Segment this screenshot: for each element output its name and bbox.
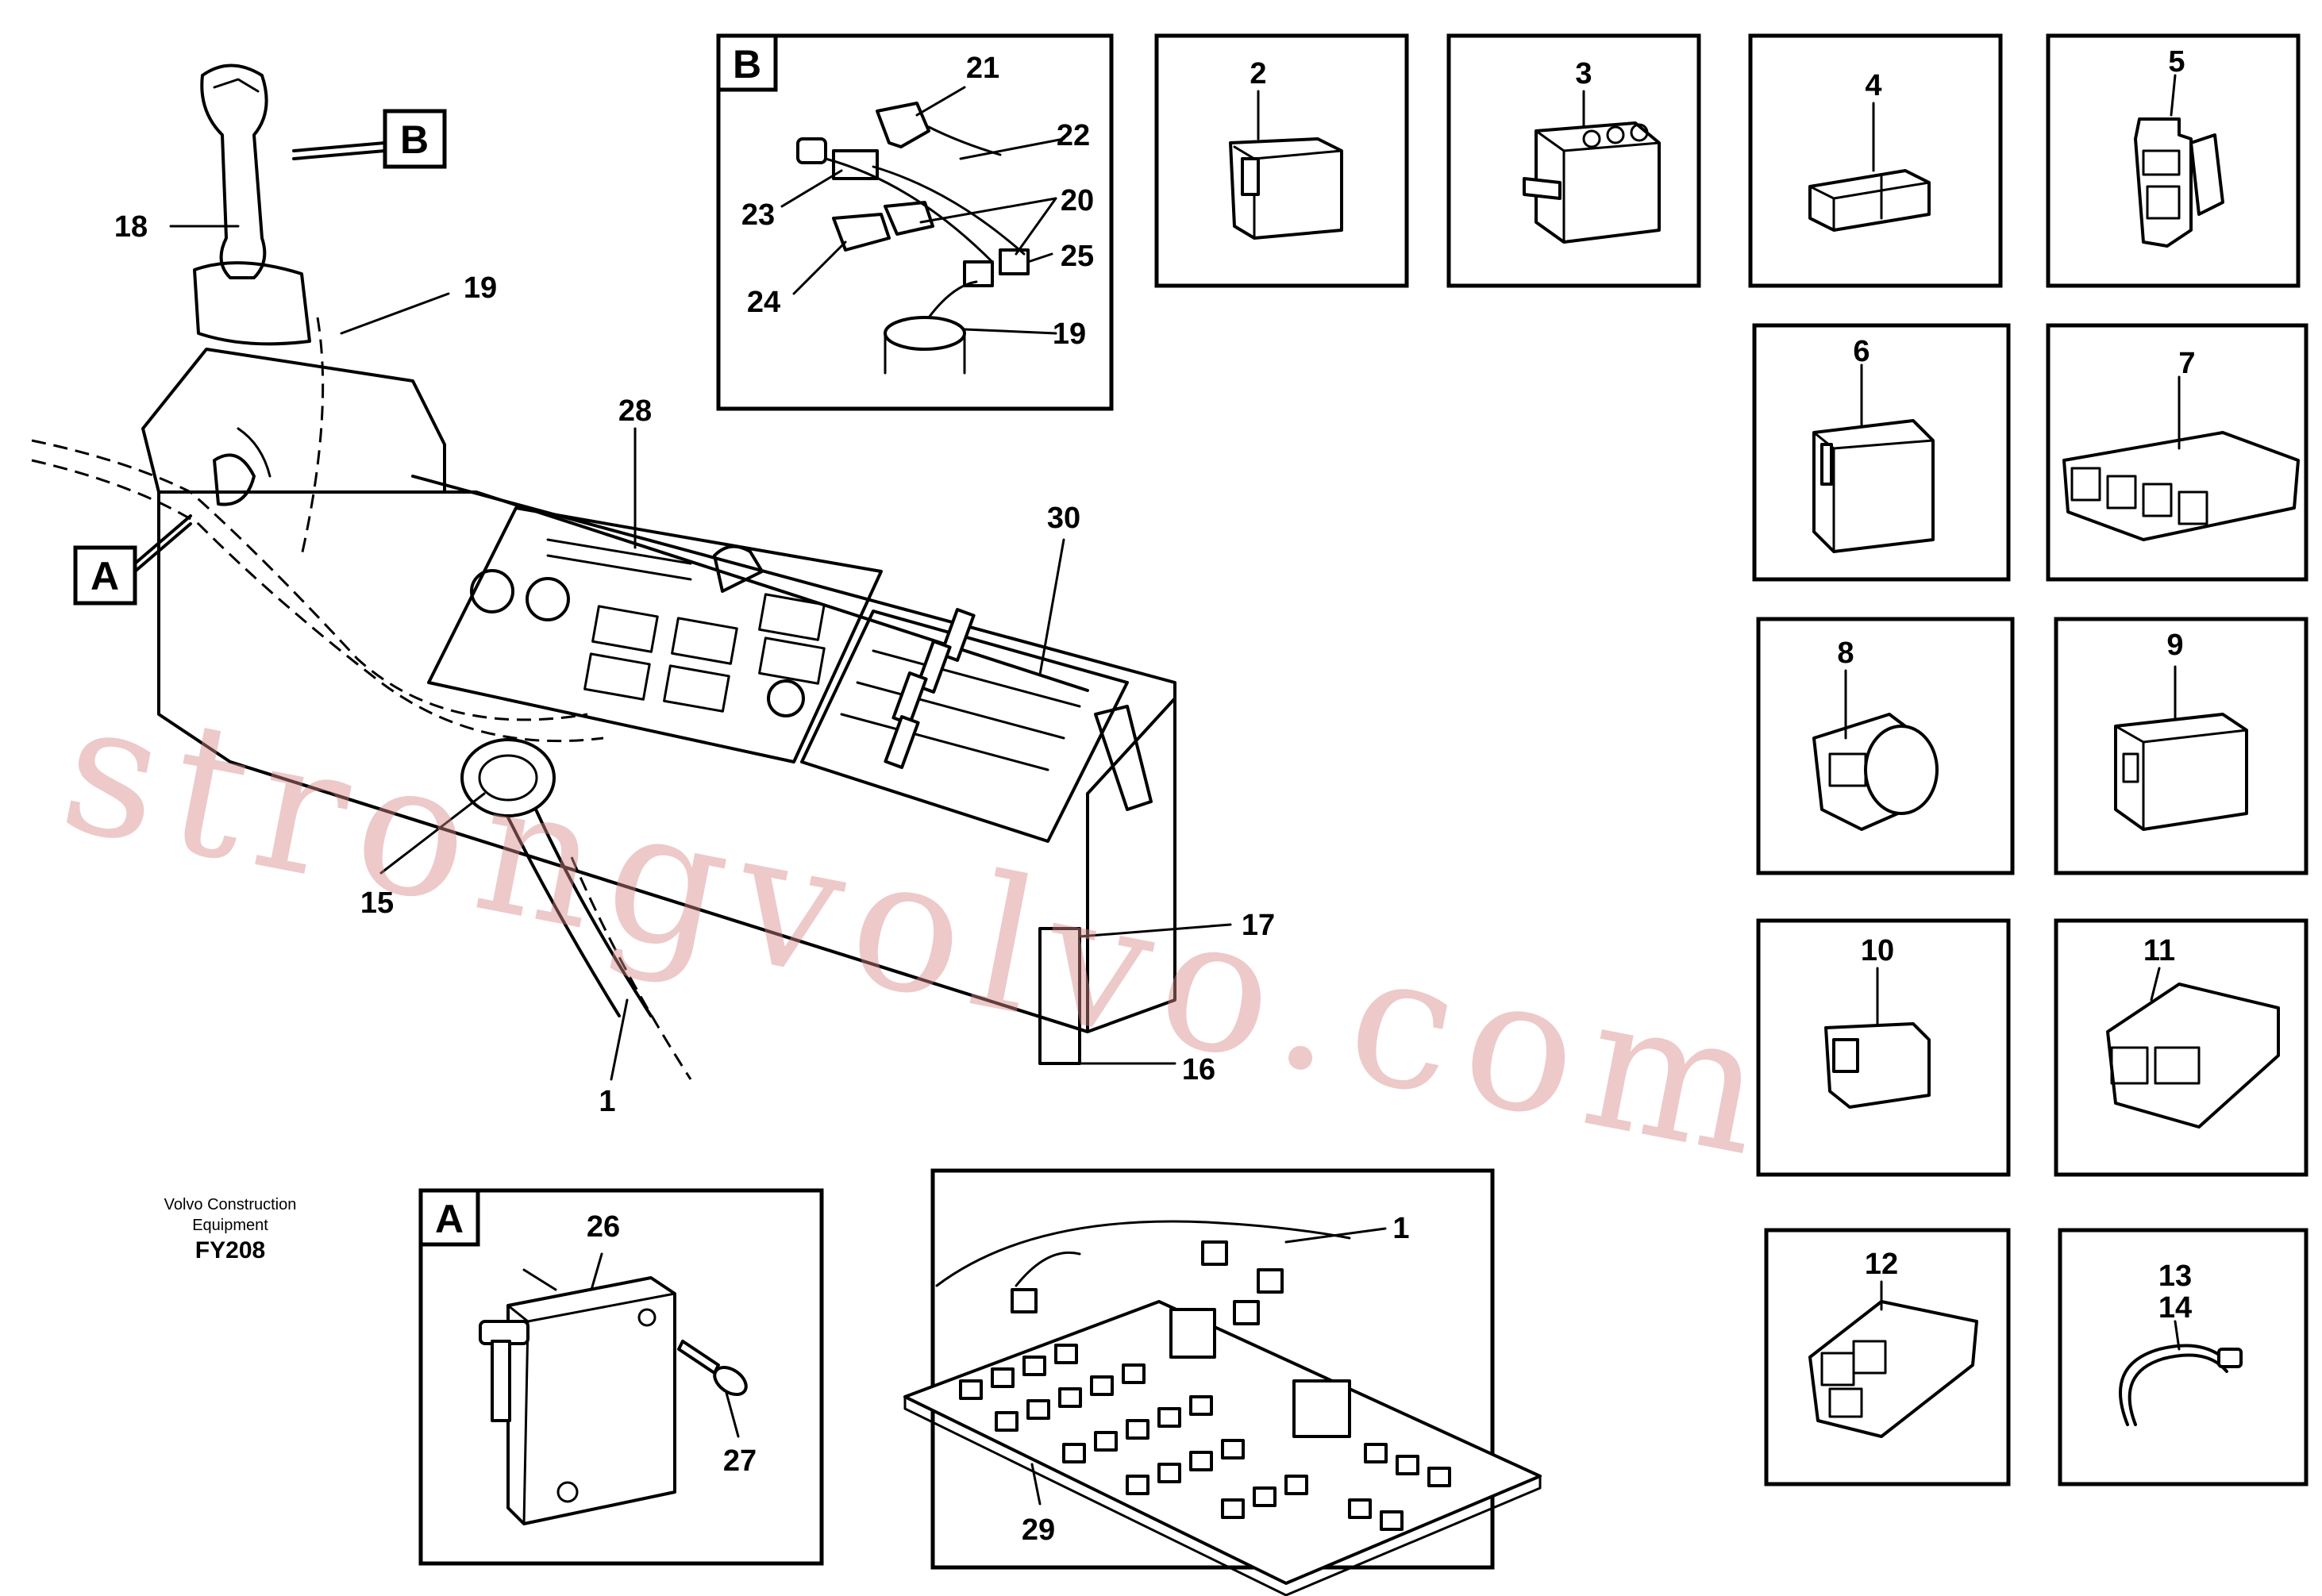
connector-panel-2: 2 bbox=[1154, 33, 1409, 288]
watermark: strongvolvo.com bbox=[48, 660, 1794, 1200]
connector-panel-11: 11 bbox=[2054, 918, 2309, 1177]
part-label-7: 7 bbox=[2178, 347, 2195, 380]
part-label-4: 4 bbox=[1865, 69, 1881, 102]
connector-panel-6: 6 bbox=[1752, 323, 2011, 582]
part-label-11: 11 bbox=[2143, 934, 2175, 967]
detail-b-panel: B 21 22 20 23 25 24 19 bbox=[716, 33, 1114, 411]
label-19: 19 bbox=[464, 271, 497, 305]
credit-line-1: Volvo Construction bbox=[164, 1196, 297, 1213]
b-label-25: 25 bbox=[1061, 240, 1094, 273]
connector-panel-7: 7 bbox=[2046, 323, 2309, 582]
label-18: 18 bbox=[114, 210, 148, 244]
label-17: 17 bbox=[1242, 909, 1275, 942]
connector-panel-13-14: 13 14 bbox=[2058, 1228, 2309, 1486]
tag-b-main: B bbox=[383, 109, 447, 169]
b-label-23: 23 bbox=[741, 198, 775, 232]
board-label-1: 1 bbox=[1392, 1212, 1409, 1245]
part-label-12: 12 bbox=[1865, 1248, 1898, 1281]
b-label-19: 19 bbox=[1053, 317, 1086, 351]
part-label-10: 10 bbox=[1861, 934, 1894, 967]
leader-lines-main bbox=[133, 141, 1232, 1081]
circuit-board-panel: 1 29 bbox=[903, 1168, 1542, 1596]
b-label-21: 21 bbox=[966, 52, 999, 85]
connector-panel-9: 9 bbox=[2054, 617, 2309, 875]
part-label-14: 14 bbox=[2158, 1291, 2192, 1325]
label-16: 16 bbox=[1182, 1053, 1215, 1086]
credit-block: Volvo Construction Equipment FY208 bbox=[164, 1196, 297, 1263]
b-label-20: 20 bbox=[1061, 184, 1094, 217]
part-label-8: 8 bbox=[1837, 636, 1854, 670]
a-label-27: 27 bbox=[723, 1444, 757, 1478]
b-label-22: 22 bbox=[1057, 119, 1090, 152]
main-labels: 18 19 28 30 15 17 16 1 bbox=[114, 210, 1275, 1118]
part-label-6: 6 bbox=[1853, 335, 1870, 368]
connector-panel-5: 5 bbox=[2046, 33, 2301, 288]
a-label-26: 26 bbox=[587, 1210, 620, 1244]
connector-panel-4: 4 bbox=[1748, 33, 2003, 288]
label-1-main: 1 bbox=[599, 1085, 615, 1118]
tag-b-text: B bbox=[400, 117, 429, 162]
part-label-3: 3 bbox=[1575, 57, 1592, 90]
control-console bbox=[31, 63, 1176, 1080]
label-30: 30 bbox=[1047, 502, 1080, 535]
tag-a-text: A bbox=[90, 554, 119, 598]
connector-panel-8: 8 bbox=[1756, 617, 2015, 875]
label-15: 15 bbox=[360, 886, 394, 920]
connector-panel-10: 10 bbox=[1756, 918, 2011, 1177]
board-components bbox=[959, 1344, 1451, 1531]
credit-line-2: Equipment bbox=[192, 1217, 268, 1234]
tag-a-main: A bbox=[73, 545, 137, 606]
detail-b-tag: B bbox=[733, 42, 761, 87]
connector-panel-12: 12 bbox=[1764, 1228, 2011, 1486]
part-label-5: 5 bbox=[2168, 45, 2185, 79]
detail-a-tag: A bbox=[435, 1197, 464, 1241]
b-label-24: 24 bbox=[747, 286, 780, 319]
label-28: 28 bbox=[618, 394, 652, 428]
credit-code: FY208 bbox=[195, 1237, 265, 1263]
part-label-2: 2 bbox=[1250, 57, 1266, 90]
part-label-9: 9 bbox=[2166, 629, 2183, 662]
connector-panel-3: 3 bbox=[1446, 33, 1701, 288]
board-label-29: 29 bbox=[1022, 1513, 1055, 1547]
detail-a-panel: A 26 27 bbox=[418, 1188, 824, 1566]
part-label-13: 13 bbox=[2158, 1259, 2192, 1293]
